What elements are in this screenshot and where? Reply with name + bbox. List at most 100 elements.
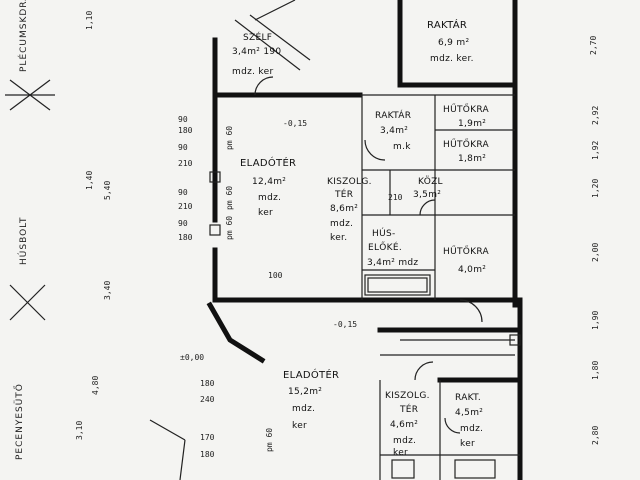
dimension-label: 2,80 <box>591 426 600 445</box>
fixtures <box>149 14 521 480</box>
room-hutokra-1: HŰTŐKRA 1,9m² <box>443 104 490 129</box>
svg-text:HŰTŐKRA: HŰTŐKRA <box>443 104 490 115</box>
dimension-label: 90 <box>178 143 188 152</box>
dimension-label: 90 <box>178 219 188 228</box>
svg-text:mdz.: mdz. <box>258 193 281 203</box>
svg-text:ker: ker <box>292 421 307 431</box>
svg-text:12,4m²: 12,4m² <box>252 177 286 187</box>
dimension-label: 2,92 <box>591 106 600 125</box>
svg-text:mdz.: mdz. <box>292 404 315 414</box>
room-raktar-top: RAKTÁR 6,9 m² mdz. ker. <box>427 18 474 64</box>
svg-text:3,4m² mdz: 3,4m² mdz <box>367 258 418 268</box>
svg-text:3,5m²: 3,5m² <box>413 190 441 200</box>
room-hutokra-3: HŰTŐKRA 4,0m² <box>443 246 490 275</box>
svg-text:mdz. ker: mdz. ker <box>232 67 273 77</box>
dimension-labels-left-vertical: 1,101,405,403,104,803,40 <box>75 11 112 440</box>
dimension-label: 2,70 <box>589 36 598 55</box>
svg-text:RAKTÁR: RAKTÁR <box>375 109 411 121</box>
exterior-walls <box>206 0 523 480</box>
room-kiszolg-1: KISZOLG. TÉR 8,6m² mdz. ker. <box>327 177 372 243</box>
level-marker-1: -0,15 <box>283 119 307 128</box>
svg-text:1,8m²: 1,8m² <box>458 154 486 164</box>
street-label-2: HÚSBOLT <box>17 217 29 265</box>
interior-walls <box>360 94 520 480</box>
svg-text:15,2m²: 15,2m² <box>288 387 322 397</box>
dimension-label: pm 60 <box>225 216 234 240</box>
svg-text:RAKTÁR: RAKTÁR <box>427 18 467 31</box>
room-rakt: RAKT. 4,5m² mdz. ker <box>455 393 483 449</box>
svg-text:mdz.: mdz. <box>393 436 416 446</box>
dimension-label: 1,20 <box>591 179 600 198</box>
dimension-label: 170 <box>200 433 215 442</box>
svg-text:4,0m²: 4,0m² <box>458 265 486 275</box>
dimension-label: 210 <box>178 202 193 211</box>
svg-text:mdz.: mdz. <box>460 424 483 434</box>
dimension-label: pm 60 <box>265 428 274 452</box>
svg-text:ELADÓTÉR: ELADÓTÉR <box>283 368 339 381</box>
level-marker-3: ±0,00 <box>180 353 204 362</box>
room-eladoter-1: ELADÓTÉR 12,4m² mdz. ker <box>240 156 296 218</box>
dimension-label: 1,80 <box>591 361 600 380</box>
dimension-labels-misc: 100 210 pm 60 pm 60 pm 60 pm 60 <box>225 126 403 452</box>
svg-text:3,4m² 190: 3,4m² 190 <box>232 47 281 57</box>
svg-text:TÉR: TÉR <box>399 403 418 415</box>
svg-text:ker: ker <box>393 448 408 458</box>
svg-text:ker: ker <box>460 439 475 449</box>
svg-text:ker.: ker. <box>330 233 347 243</box>
dimension-label: 100 <box>268 271 283 280</box>
dimension-label: 180 <box>200 450 215 459</box>
svg-text:m.k: m.k <box>393 142 411 152</box>
room-huselok: HÚS- ELŐKÉ. 3,4m² mdz <box>367 227 418 268</box>
dimension-label: 210 <box>388 193 403 202</box>
svg-text:KISZOLG.: KISZOLG. <box>327 177 372 187</box>
dimension-label: 1,92 <box>591 141 600 160</box>
street-label-1: PLÉCUMSKDRA <box>17 0 29 72</box>
room-kozl: KÖZL 3,5m² <box>413 176 443 200</box>
room-kiszolg-2: KISZOLG. TÉR 4,6m² mdz. ker <box>385 391 430 458</box>
door-swings <box>254 0 483 434</box>
svg-text:KISZOLG.: KISZOLG. <box>385 391 430 401</box>
svg-text:4,5m²: 4,5m² <box>455 408 483 418</box>
dimension-label: 2,00 <box>591 243 600 262</box>
svg-text:KÖZL: KÖZL <box>418 176 443 187</box>
dimension-labels-left: 90 180 90 210 90 210 90 180 180 240 170 180 <box>178 115 215 459</box>
dimension-label: pm 60 <box>225 186 234 210</box>
room-szelf: SZÉLF 3,4m² 190 mdz. ker <box>232 31 281 77</box>
dimension-label: 180 <box>178 126 193 135</box>
svg-text:HŰTŐKRA: HŰTŐKRA <box>443 139 490 150</box>
dimension-label: 180 <box>178 233 193 242</box>
dimension-label: 1,90 <box>591 311 600 330</box>
dimension-label: 3,10 <box>75 421 84 440</box>
svg-text:mdz. ker.: mdz. ker. <box>430 54 474 64</box>
room-raktar-mid: RAKTÁR 3,4m² m.k <box>375 109 411 152</box>
dimension-label: 3,40 <box>103 281 112 300</box>
dimension-label: 210 <box>178 159 193 168</box>
svg-text:RAKT.: RAKT. <box>455 393 481 403</box>
dimension-label: 90 <box>178 188 188 197</box>
svg-text:ELŐKÉ.: ELŐKÉ. <box>368 241 402 253</box>
svg-text:3,4m²: 3,4m² <box>380 126 408 136</box>
svg-text:SZÉLF: SZÉLF <box>243 31 272 43</box>
svg-text:8,6m²: 8,6m² <box>330 204 358 214</box>
compass-marks <box>5 79 55 321</box>
dimension-label: 90 <box>178 115 188 124</box>
dimension-label: 180 <box>200 379 215 388</box>
room-eladoter-2: ELADÓTÉR 15,2m² mdz. ker <box>283 368 339 431</box>
room-hutokra-2: HŰTŐKRA 1,8m² <box>443 139 490 164</box>
street-label-3: PECENYESÜTŐ <box>14 383 25 460</box>
svg-text:1,9m²: 1,9m² <box>458 119 486 129</box>
svg-text:TÉR: TÉR <box>334 188 353 200</box>
svg-text:ELADÓTÉR: ELADÓTÉR <box>240 156 296 169</box>
svg-text:ker: ker <box>258 208 273 218</box>
svg-text:6,9 m²: 6,9 m² <box>438 38 469 48</box>
dimension-label: 4,80 <box>91 376 100 395</box>
level-marker-2: -0,15 <box>333 320 357 329</box>
svg-text:HŰTŐKRA: HŰTŐKRA <box>443 246 490 257</box>
dimension-labels-right: 2,70 2,92 1,92 1,20 2,00 1,90 1,80 2,80 <box>589 36 600 445</box>
dimension-label: 1,10 <box>85 11 94 30</box>
svg-text:mdz.: mdz. <box>330 219 353 229</box>
dimension-label: pm 60 <box>225 126 234 150</box>
svg-text:4,6m²: 4,6m² <box>390 420 418 430</box>
dimension-label: 240 <box>200 395 215 404</box>
